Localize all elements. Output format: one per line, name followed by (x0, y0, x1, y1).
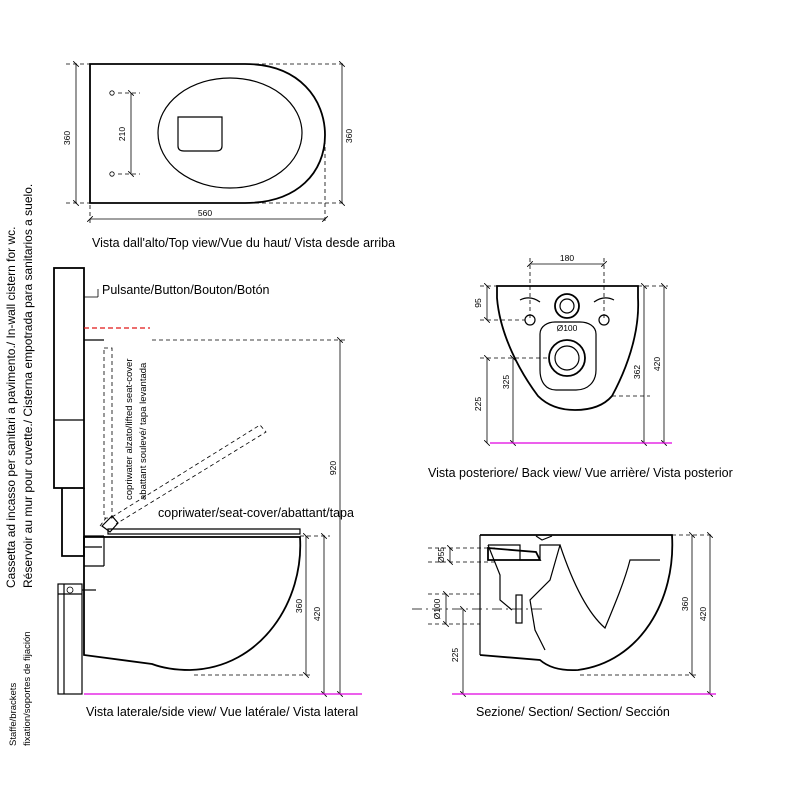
section-view-caption: Sezione/ Section/ Section/ Sección (476, 705, 670, 719)
section-rim-height-dim: 420 (698, 607, 708, 621)
top-depth-left-dim: 360 (62, 131, 72, 145)
top-view-dimensions (66, 64, 345, 224)
section-bowl-height-dim: 360 (680, 597, 690, 611)
lifted-cover-label-1: copriwater alzato/lifted seat-cover (124, 358, 135, 500)
back-outlet-diameter-dim: Ø100 (557, 323, 578, 333)
section-inlet-diameter-dim: Ø55 (436, 547, 446, 563)
back-rim-height-dim: 420 (652, 357, 662, 371)
side-rim-height-dim: 420 (312, 607, 322, 621)
top-holes-dim: 210 (117, 127, 127, 141)
back-bolt-spacing-dim: 180 (560, 253, 574, 263)
seat-cover-lifted (99, 347, 267, 527)
back-bowl-height-dim: 362 (632, 365, 642, 379)
back-view-caption: Vista posteriore/ Back view/ Vue arrière… (428, 466, 733, 480)
side-view: 920 360 420 Pulsante/Button/Bouton/Botón… (53, 267, 362, 719)
back-dimensions (480, 258, 668, 443)
section-dimensions (412, 535, 712, 694)
lifted-cover-label-2: abattant soulevé/ tapa levantada (138, 362, 149, 500)
top-depth-right-dim: 360 (344, 129, 354, 143)
side-view-caption: Vista laterale/side view/ Vue latérale/ … (86, 705, 358, 719)
cistern-and-wall (53, 267, 150, 567)
top-view: 360 360 210 560 Vista dall'alto/Top view… (62, 64, 395, 250)
back-top-offset-dim: 95 (473, 298, 483, 308)
cistern-label-line-2: Réservoir au mur pour cuvette./ Cisterna… (21, 184, 35, 588)
back-outline (496, 285, 640, 411)
side-bowl-height-dim: 360 (294, 599, 304, 613)
section-outlet-height-dim: 225 (450, 648, 460, 662)
section-outline (479, 534, 674, 672)
back-outlet-height-dim: 325 (501, 375, 511, 389)
section-outlet-diameter-dim: Ø100 (432, 598, 442, 619)
brackets-label-line-1: Staffe/brackets (8, 683, 19, 746)
cistern-label-line-1: Cassetta ad incasso per sanitari a pavim… (4, 227, 18, 589)
fixing-brackets (57, 583, 96, 695)
top-view-caption: Vista dall'alto/Top view/Vue du haut/ Vi… (92, 236, 395, 250)
back-view: 180 95 Ø100 325 225 362 420 Vista poster… (428, 253, 733, 480)
side-dimensions (152, 340, 346, 694)
back-inlet-height-dim: 225 (473, 397, 483, 411)
top-width-dim: 560 (198, 208, 212, 218)
seat-cover-label: copriwater/seat-cover/abattant/tapa (158, 506, 354, 520)
side-bowl (83, 536, 302, 671)
button-label: Pulsante/Button/Bouton/Botón (102, 283, 270, 297)
side-total-height-dim: 920 (328, 461, 338, 475)
brackets-label-line-2: fixation/soportes de fijación (22, 631, 33, 746)
top-view-outline (89, 63, 326, 204)
section-view: Ø55 Ø100 225 360 420 Sezione/ Section/ S… (412, 535, 716, 719)
